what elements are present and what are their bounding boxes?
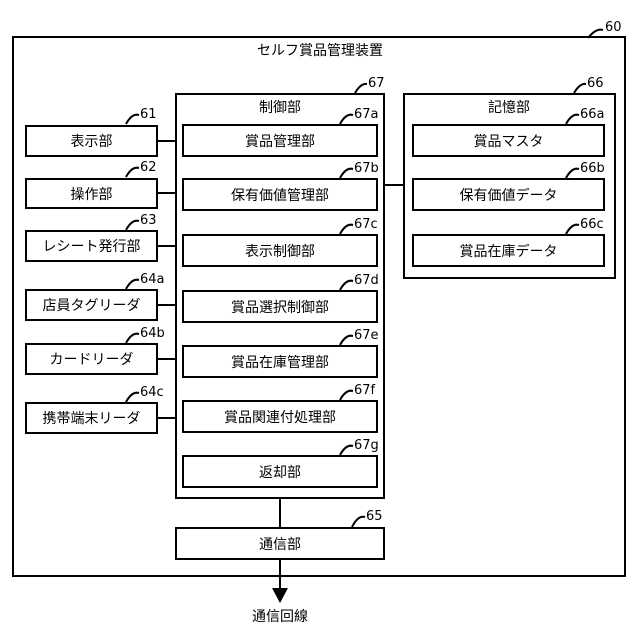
prize-management-unit-label: 賞品管理部 bbox=[245, 131, 315, 151]
prize-selection-unit: 賞品選択制御部 bbox=[182, 290, 378, 323]
receipt-unit-label: レシート発行部 bbox=[43, 236, 141, 256]
communication-unit-label: 通信部 bbox=[259, 534, 301, 554]
display-control-unit-ref: 67c bbox=[354, 217, 378, 232]
stock-data-store-label: 賞品在庫データ bbox=[460, 241, 558, 261]
prize-management-unit-ref: 67a bbox=[354, 107, 379, 122]
return-unit: 返却部 bbox=[182, 455, 378, 488]
return-unit-label: 返却部 bbox=[259, 462, 301, 482]
prize-selection-unit-label: 賞品選択制御部 bbox=[231, 297, 329, 317]
value-management-unit-label: 保有価値管理部 bbox=[231, 185, 329, 205]
communication-unit-ref: 65 bbox=[366, 509, 383, 524]
prize-master-store: 賞品マスタ bbox=[412, 124, 605, 157]
external-arrow-head bbox=[272, 588, 288, 603]
prize-master-store-label: 賞品マスタ bbox=[474, 131, 544, 151]
device-ref: 60 bbox=[605, 20, 622, 35]
staff-tag-reader-label: 店員タグリーダ bbox=[43, 295, 141, 315]
operation-unit-label: 操作部 bbox=[71, 184, 113, 204]
storage-unit-ref: 66 bbox=[587, 76, 604, 91]
association-unit: 賞品関連付処理部 bbox=[182, 400, 378, 433]
receipt-unit-ref: 63 bbox=[140, 213, 157, 228]
prize-master-store-ref: 66a bbox=[580, 107, 605, 122]
control-unit-ref: 67 bbox=[368, 76, 385, 91]
mobile-terminal-reader-label: 携帯端末リーダ bbox=[43, 408, 141, 428]
stock-management-unit-ref: 67e bbox=[354, 328, 379, 343]
operation-unit-ref: 62 bbox=[140, 160, 157, 175]
display-control-unit: 表示制御部 bbox=[182, 234, 378, 267]
stock-management-unit: 賞品在庫管理部 bbox=[182, 345, 378, 378]
card-reader: カードリーダ bbox=[25, 343, 158, 375]
control-unit-title: 制御部 bbox=[259, 97, 301, 117]
association-unit-ref: 67f bbox=[354, 383, 375, 398]
display-control-unit-label: 表示制御部 bbox=[245, 241, 315, 261]
prize-management-unit: 賞品管理部 bbox=[182, 124, 378, 157]
card-reader-label: カードリーダ bbox=[50, 349, 134, 369]
operation-unit: 操作部 bbox=[25, 178, 158, 209]
value-data-store-ref: 66b bbox=[580, 161, 605, 176]
mobile-terminal-reader: 携帯端末リーダ bbox=[25, 402, 158, 434]
value-management-unit: 保有価値管理部 bbox=[182, 178, 378, 211]
staff-tag-reader: 店員タグリーダ bbox=[25, 289, 158, 321]
communication-unit: 通信部 bbox=[175, 527, 385, 560]
display-unit-label: 表示部 bbox=[71, 131, 113, 151]
association-unit-label: 賞品関連付処理部 bbox=[224, 407, 336, 427]
receipt-unit: レシート発行部 bbox=[25, 230, 158, 262]
card-reader-ref: 64b bbox=[140, 326, 165, 341]
staff-tag-reader-ref: 64a bbox=[140, 272, 165, 287]
mobile-terminal-reader-ref: 64c bbox=[140, 385, 164, 400]
stock-data-store: 賞品在庫データ bbox=[412, 234, 605, 267]
value-data-store-label: 保有価値データ bbox=[460, 185, 558, 205]
storage-unit-title: 記憶部 bbox=[488, 97, 530, 117]
return-unit-ref: 67g bbox=[354, 438, 379, 453]
value-management-unit-ref: 67b bbox=[354, 161, 379, 176]
prize-selection-unit-ref: 67d bbox=[354, 273, 379, 288]
value-data-store: 保有価値データ bbox=[412, 178, 605, 211]
display-unit: 表示部 bbox=[25, 125, 158, 157]
device-title: セルフ賞品管理装置 bbox=[257, 40, 383, 60]
stock-data-store-ref: 66c bbox=[580, 217, 604, 232]
communication-line-label: 通信回線 bbox=[252, 606, 308, 626]
stock-management-unit-label: 賞品在庫管理部 bbox=[231, 352, 329, 372]
display-unit-ref: 61 bbox=[140, 107, 157, 122]
